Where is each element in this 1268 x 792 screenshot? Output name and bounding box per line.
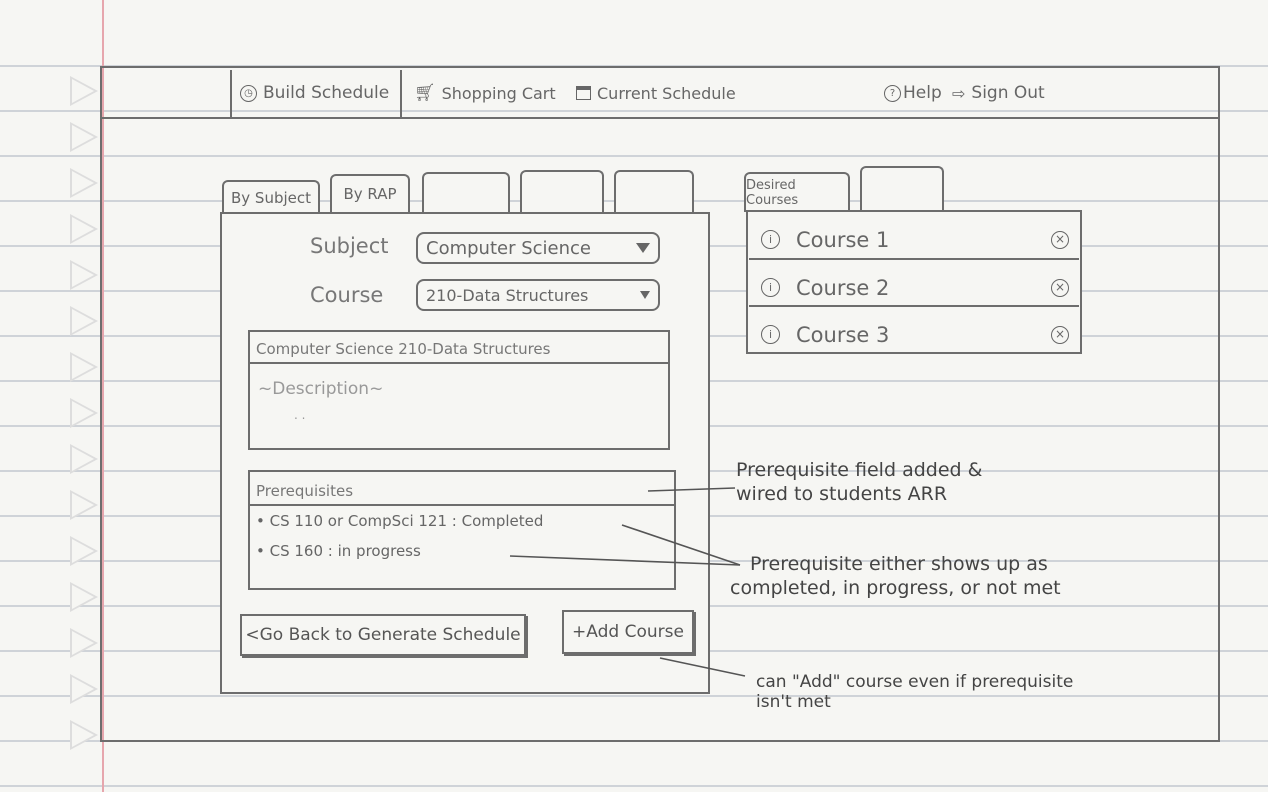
chevron-down-icon — [636, 243, 650, 253]
binder-hole — [70, 122, 98, 152]
binder-hole — [70, 490, 98, 520]
nav-build-schedule-label: Build Schedule — [263, 83, 390, 103]
nav-sign-out-label: Sign Out — [971, 83, 1045, 103]
add-course-button-label: +Add Course — [572, 622, 684, 642]
calendar-icon — [576, 86, 591, 100]
binder-hole — [70, 582, 98, 612]
tab-empty[interactable] — [860, 166, 944, 212]
nav-help-label: Help — [903, 83, 942, 103]
course-select[interactable]: 210-Data Structures — [416, 279, 660, 311]
course-select-value: 210-Data Structures — [426, 285, 589, 305]
annotation-line: can "Add" course even if prerequisite — [756, 672, 1074, 692]
subject-select-value: Computer Science — [426, 237, 591, 259]
binder-hole — [70, 306, 98, 336]
description-ellipsis: . . — [294, 408, 306, 422]
binder-hole — [70, 168, 98, 198]
annotation-line: Prerequisite field added & — [736, 459, 983, 481]
tab-desired-courses[interactable]: Desired Courses — [744, 172, 850, 212]
course-name: Course 2 — [796, 275, 890, 300]
course-name: Course 3 — [796, 322, 890, 347]
binder-hole — [70, 398, 98, 428]
binder-hole — [70, 352, 98, 382]
info-icon[interactable]: i — [761, 325, 780, 344]
nav-shopping-cart[interactable]: 🛒︎ Shopping Cart — [414, 70, 556, 116]
annotation-add-anyway: can "Add" course even if prerequisite is… — [756, 672, 1073, 712]
help-icon: ? — [884, 84, 901, 102]
chevron-down-icon — [640, 291, 650, 299]
nav-shopping-cart-label: Shopping Cart — [441, 83, 556, 103]
tab-by-rap[interactable]: By RAP — [330, 174, 410, 212]
add-course-button[interactable]: +Add Course — [562, 610, 694, 654]
annotation-line: Prerequisite either shows up as — [750, 553, 1048, 575]
nav-current-schedule-label: Current Schedule — [597, 83, 736, 103]
description-divider — [248, 362, 670, 364]
binder-hole — [70, 444, 98, 474]
nav-sign-out[interactable]: ⇨ Sign Out — [952, 70, 1045, 116]
tab-empty[interactable] — [520, 170, 604, 212]
binder-hole — [70, 536, 98, 566]
go-back-button-label: <Go Back to Generate Schedule — [245, 625, 521, 645]
tab-by-subject[interactable]: By Subject — [222, 180, 320, 214]
top-nav-bar — [100, 66, 1220, 119]
remove-icon[interactable]: × — [1051, 230, 1069, 249]
cart-icon: 🛒︎ — [414, 83, 436, 103]
course-name: Course 1 — [796, 227, 890, 252]
tab-empty[interactable] — [422, 172, 510, 212]
tab-empty[interactable] — [614, 170, 694, 212]
nav-divider — [230, 70, 232, 118]
binder-hole — [70, 628, 98, 658]
prerequisite-item-text: CS 110 or CompSci 121 : Completed — [269, 512, 544, 530]
desired-course-row[interactable]: i Course 2 × — [749, 264, 1081, 311]
info-icon[interactable]: i — [761, 230, 780, 249]
prerequisite-item-text: CS 160 : in progress — [269, 542, 421, 560]
nav-help[interactable]: ? Help — [884, 70, 942, 116]
row-divider — [749, 258, 1079, 260]
description-body: ~Description~ — [258, 379, 384, 399]
nav-build-schedule[interactable]: ◷ Build Schedule — [240, 70, 389, 116]
annotation-line: completed, in progress, or not met — [730, 577, 1061, 599]
subject-select[interactable]: Computer Science — [416, 232, 660, 264]
nav-current-schedule[interactable]: Current Schedule — [576, 70, 736, 116]
nav-divider — [400, 70, 402, 118]
binder-hole — [70, 76, 98, 106]
binder-hole — [70, 260, 98, 290]
annotation-prereq-field: Prerequisite field added & wired to stud… — [736, 458, 982, 506]
prerequisites-divider — [248, 504, 676, 506]
sign-out-icon: ⇨ — [952, 83, 966, 103]
binder-hole — [70, 674, 98, 704]
clock-icon: ◷ — [240, 84, 257, 102]
margin-line — [102, 0, 104, 792]
remove-icon[interactable]: × — [1051, 325, 1069, 344]
course-description-box — [248, 330, 670, 450]
info-icon[interactable]: i — [761, 278, 780, 297]
prerequisites-title: Prerequisites — [256, 482, 354, 500]
tab-label: Desired Courses — [746, 178, 799, 208]
row-divider — [749, 305, 1079, 307]
binder-hole — [70, 214, 98, 244]
annotation-line: wired to students ARR — [736, 483, 948, 505]
tab-label: By RAP — [343, 185, 397, 203]
course-label: Course — [310, 283, 384, 307]
prerequisite-item: • CS 110 or CompSci 121 : Completed — [256, 512, 544, 530]
prerequisite-item: • CS 160 : in progress — [256, 542, 421, 560]
annotation-line: isn't met — [756, 692, 831, 712]
subject-label: Subject — [310, 234, 389, 258]
go-back-button[interactable]: <Go Back to Generate Schedule — [240, 614, 526, 656]
description-title: Computer Science 210-Data Structures — [256, 340, 551, 358]
prerequisites-box — [248, 470, 676, 590]
desired-course-row[interactable]: i Course 3 × — [749, 311, 1081, 358]
remove-icon[interactable]: × — [1051, 278, 1069, 297]
tab-label: By Subject — [230, 189, 311, 207]
app-window — [100, 66, 1220, 742]
binder-hole — [70, 720, 98, 750]
annotation-prereq-status: Prerequisite either shows up as complete… — [730, 552, 1061, 600]
desired-course-row[interactable]: i Course 1 × — [749, 216, 1081, 263]
desired-courses-panel — [746, 210, 1082, 354]
